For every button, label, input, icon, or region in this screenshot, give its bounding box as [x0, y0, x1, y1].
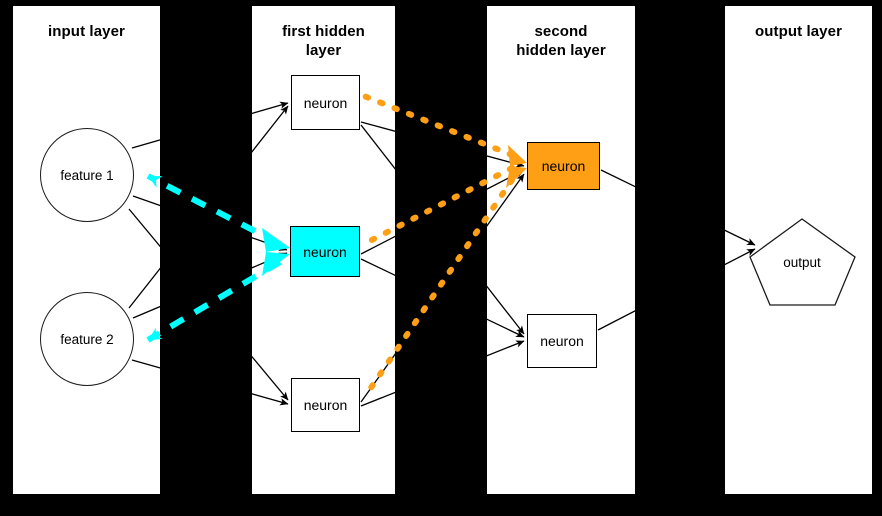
node-hidden2-neuron-bottom[interactable]: neuron: [527, 314, 597, 368]
title-second-hidden-layer: second hidden layer: [487, 22, 635, 60]
node-hidden1-neuron-top[interactable]: neuron: [291, 75, 360, 130]
node-hidden1-neuron-top-label: neuron: [303, 94, 348, 111]
title-second-hidden-layer-line1: second: [534, 23, 588, 40]
node-hidden2-neuron-top[interactable]: neuron: [527, 142, 600, 190]
title-input-layer-line1: input layer: [48, 23, 125, 40]
panel-input-layer: [13, 6, 160, 494]
title-output-layer: output layer: [725, 22, 872, 41]
node-hidden1-neuron-middle[interactable]: neuron: [290, 226, 360, 277]
title-first-hidden-layer-line2: layer: [305, 42, 342, 59]
node-feature-1[interactable]: feature 1: [40, 128, 134, 222]
title-second-hidden-layer-line2: hidden layer: [516, 42, 606, 59]
node-output[interactable]: output: [752, 255, 852, 270]
title-input-layer: input layer: [13, 22, 160, 41]
node-hidden2-neuron-bottom-label: neuron: [540, 333, 584, 349]
title-output-layer-line1: output layer: [754, 23, 843, 40]
node-feature-2-label: feature 2: [60, 331, 114, 347]
node-hidden1-neuron-bottom[interactable]: neuron: [291, 378, 360, 432]
title-first-hidden-layer: first hidden layer: [252, 22, 395, 60]
node-output-label: output: [783, 255, 821, 270]
panel-second-hidden-layer: [487, 6, 635, 494]
panel-output-layer: [725, 6, 872, 494]
node-feature-2[interactable]: feature 2: [40, 292, 134, 386]
node-hidden2-neuron-top-label: neuron: [541, 158, 586, 174]
title-first-hidden-layer-line1: first hidden: [282, 23, 365, 40]
node-feature-1-label: feature 1: [60, 167, 114, 183]
node-hidden1-neuron-bottom-label: neuron: [303, 397, 348, 413]
node-hidden1-neuron-middle-label: neuron: [303, 243, 347, 260]
